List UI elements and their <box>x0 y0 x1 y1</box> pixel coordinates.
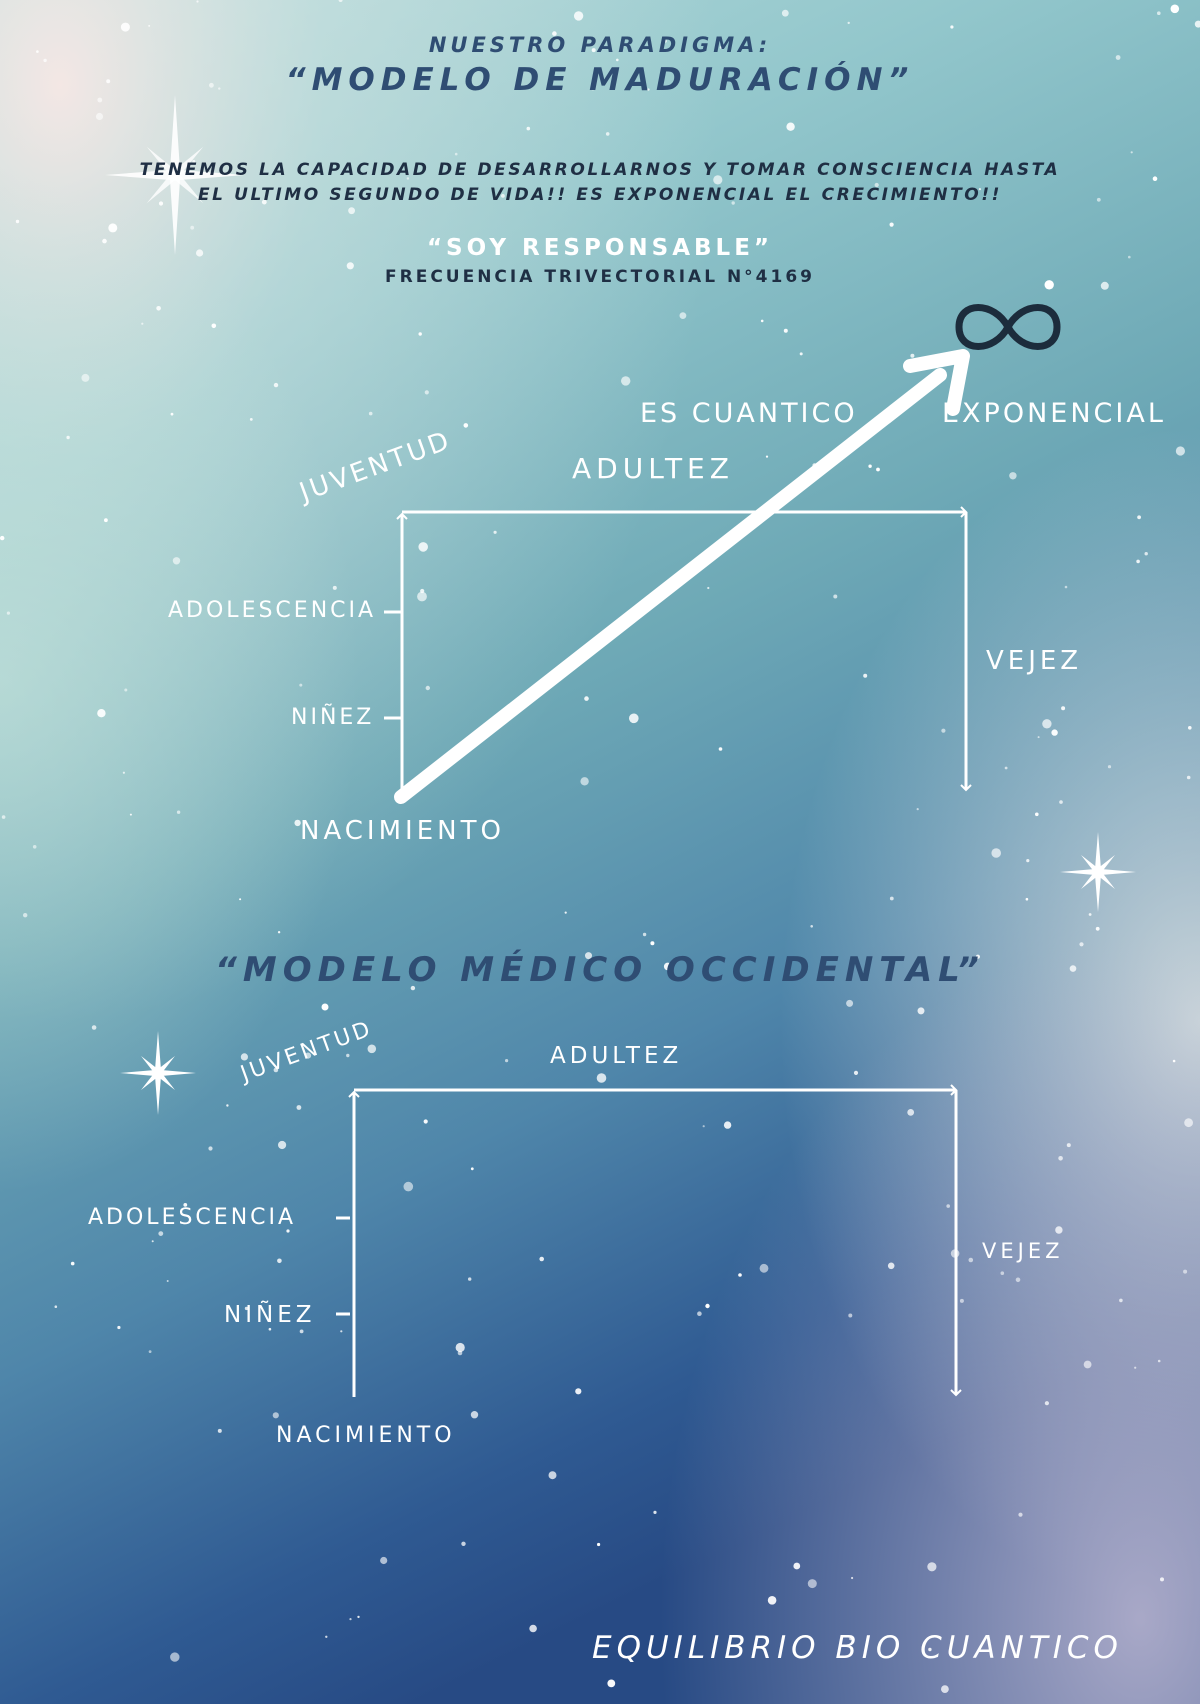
label-vejez: VEJEZ <box>986 646 1083 676</box>
exponential-arrow <box>394 349 970 804</box>
label-exponencial: EXPONENCIAL <box>942 398 1166 429</box>
motto-text: “SOY RESPONSABLE” <box>426 235 774 261</box>
label-ninez-medical: NIÑEZ <box>224 1302 316 1328</box>
label-nacimiento-medical: NACIMIENTO <box>276 1423 456 1448</box>
statement-line-2: EL ULTIMO SEGUNDO DE VIDA!! ES EXPONENCI… <box>197 185 1003 205</box>
maturation-model-diagram <box>384 506 972 800</box>
sparkle-icon <box>120 1031 196 1115</box>
label-vejez-medical: VEJEZ <box>982 1239 1064 1263</box>
sparkle-icon <box>1060 832 1136 912</box>
medical-model-title: “MODELO MÉDICO OCCIDENTAL” <box>215 950 985 990</box>
western-medical-model-diagram <box>336 1084 962 1397</box>
label-ninez: NIÑEZ <box>291 705 375 730</box>
page-title: “MODELO DE MADURACIÓN” <box>285 62 915 98</box>
label-adultez-medical: ADULTEZ <box>550 1043 683 1069</box>
label-es-cuantico: ES CUANTICO <box>640 398 858 429</box>
kicker-text: NUESTRO PARADIGMA: <box>428 33 772 57</box>
frequency-text: FRECUENCIA TRIVECTORIAL N°4169 <box>385 267 815 287</box>
label-adultez: ADULTEZ <box>572 452 734 485</box>
label-nacimiento: NACIMIENTO <box>300 816 505 846</box>
infinity-icon <box>955 304 1061 350</box>
brand-footer: EQUILIBRIO BIO CUANTICO <box>592 1630 1123 1666</box>
sparkle-icon <box>105 95 245 255</box>
label-adolescencia: ADOLESCENCIA <box>168 598 377 623</box>
statement-line-1: TENEMOS LA CAPACIDAD DE DESARROLLARNOS Y… <box>139 160 1061 180</box>
label-adolescencia-medical: ADOLESCENCIA <box>88 1205 297 1230</box>
